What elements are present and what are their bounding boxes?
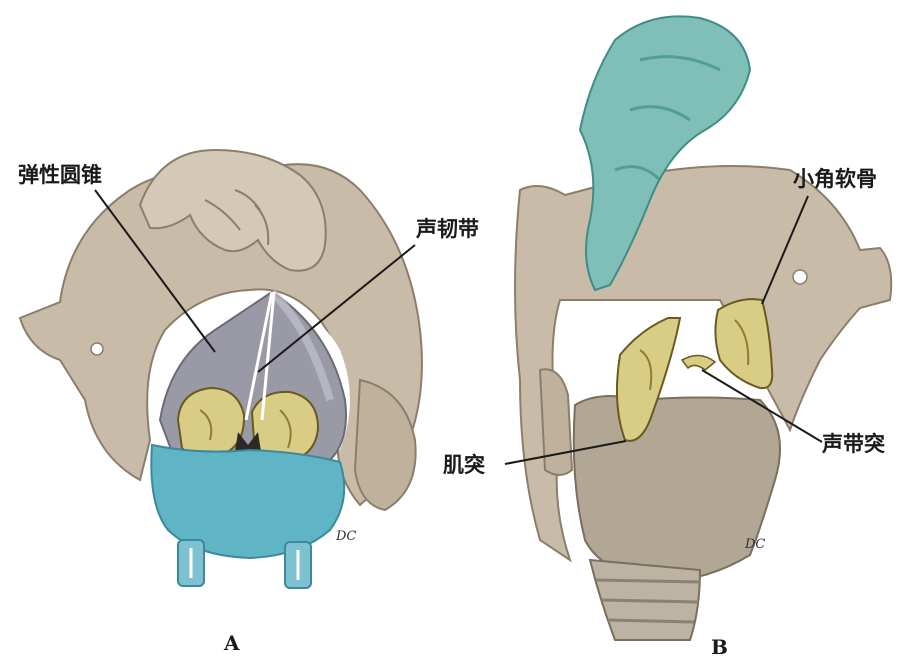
panel-a-illustration (18, 148, 423, 589)
label-muscular-process: 肌突 (443, 453, 485, 477)
cricoid-cartilage-a (150, 443, 346, 560)
epiglottis-a (138, 148, 327, 272)
arytenoid-right-b (714, 298, 774, 390)
leader-lines (94, 189, 823, 465)
label-corniculate-cartilage: 小角软骨 (793, 167, 877, 191)
panel-label-b: B (711, 635, 728, 659)
label-vocal-ligament: 声韧带 (415, 217, 479, 241)
arytenoid-left-b (615, 317, 682, 442)
artist-signature-a: DC (335, 529, 356, 544)
label-vocal-process: 声带突 (821, 432, 885, 456)
panel-label-a: A (223, 631, 240, 655)
artist-signature-b: DC (744, 537, 765, 552)
cricoid-cartilage-b (572, 395, 781, 582)
label-elastic-cone: 弹性圆锥 (18, 163, 102, 187)
panel-b-illustration (514, 15, 893, 641)
epiglottis-b (578, 15, 752, 292)
